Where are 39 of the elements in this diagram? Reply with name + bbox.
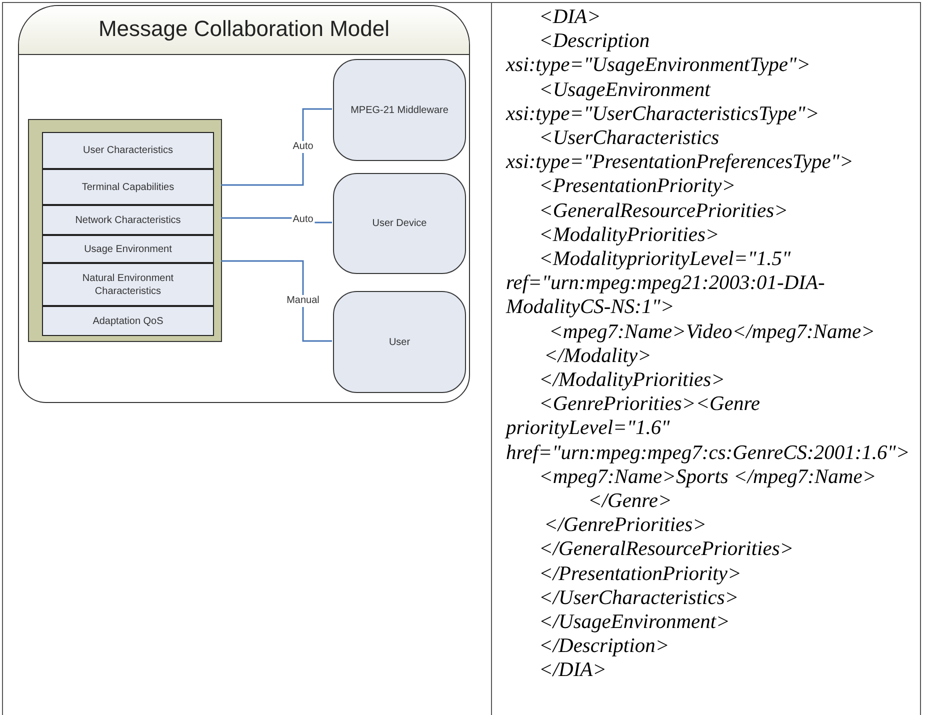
layer-box: Natural Environment Characteristics: [42, 263, 214, 306]
layer-box: Network Characteristics: [42, 205, 214, 235]
layer-box: Terminal Capabilities: [42, 169, 214, 205]
code-line: <mpeg7:Name>Video</mpeg7:Name>: [548, 320, 876, 344]
connector-line: [221, 260, 332, 342]
code-line: </GenrePriorities>: [543, 513, 708, 538]
layer-box: Usage Environment: [42, 235, 214, 263]
code-line: <ModalityPriorities>: [538, 222, 720, 248]
code-line: </PresentationPriority>: [538, 562, 742, 586]
code-line: </ModalityPriorities>: [538, 368, 726, 392]
code-line: <DIA>: [538, 5, 602, 30]
code-line: <mpeg7:Name>Sports </mpeg7:Name>: [538, 464, 878, 490]
component-box: User: [333, 291, 466, 393]
edge-label: Manual: [286, 295, 320, 307]
layer-stack-frame: [28, 119, 222, 342]
edge-label: Auto: [292, 141, 314, 153]
code-line: <GenrePriorities><Genre priorityLevel="1.6" href="urn:mpeg:mpeg7:cs:GenreCS:2001:1.6">: [506, 392, 911, 465]
panel-heading: Message Collaboration Model: [97, 16, 391, 42]
component-box: MPEG-21 Middleware: [333, 59, 466, 161]
code-line: </UserCharacteristics>: [538, 586, 740, 610]
code-line: <ModalitypriorityLevel="1.5" ref="urn:mpeg:mpeg21:2003:01-DIA-ModalityCS-NS:1">: [506, 247, 826, 320]
code-line: <Description xsi:type="UsageEnvironmentType">: [506, 29, 812, 78]
connector-line: [221, 217, 332, 224]
component-box: User Device: [333, 173, 466, 274]
code-line: </Modality>: [543, 344, 652, 368]
code-line: <PresentationPriority>: [538, 174, 737, 199]
edge-label: Auto: [292, 214, 314, 226]
code-line: <UserCharacteristics xsi:type="PresentationPreferencesType">: [506, 126, 854, 174]
layer-box: Adaptation QoS: [42, 306, 214, 336]
code-line: <GeneralResourcePriorities>: [538, 198, 789, 223]
model-panel: [18, 5, 470, 403]
code-line: </GeneralResourcePriorities>: [538, 537, 795, 562]
code-line: </DIA>: [538, 658, 608, 683]
code-line: </Genre>: [587, 489, 673, 514]
layer-box: User Characteristics: [42, 132, 214, 169]
code-line: </Description>: [538, 634, 670, 658]
connector-line: [221, 108, 332, 186]
code-line: </UsageEnvironment>: [538, 610, 731, 634]
code-line: <UsageEnvironment xsi:type="UserCharacteristicsType">: [506, 78, 820, 126]
